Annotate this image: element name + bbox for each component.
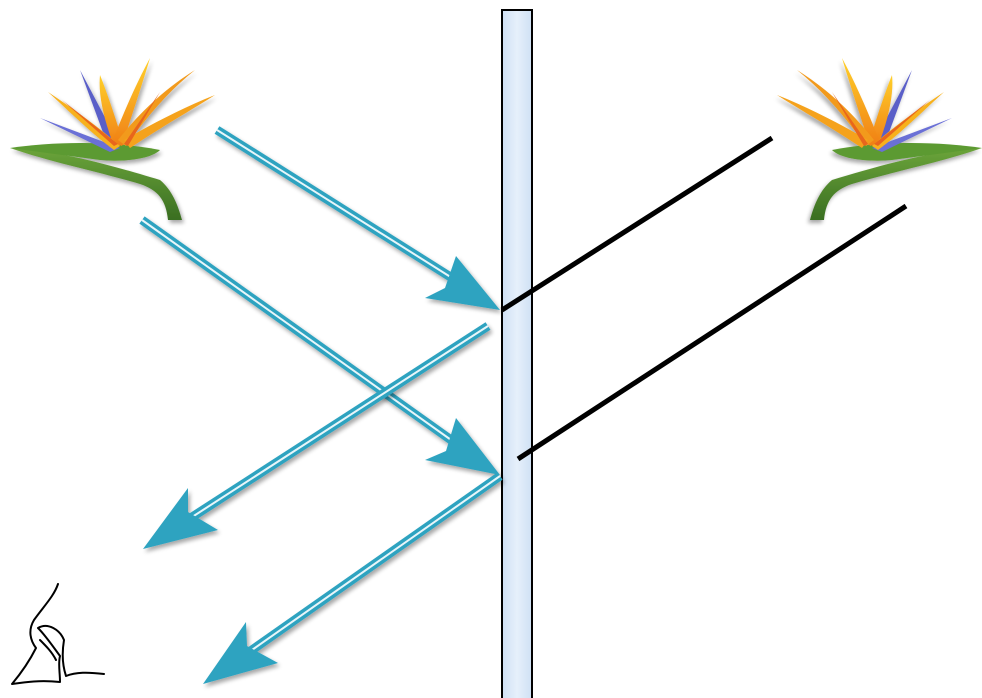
reflected-ray-lower (203, 476, 500, 684)
signature-scribble (12, 584, 104, 684)
virtual-ray-extension-upper (502, 138, 772, 310)
real-flower-icon (10, 58, 215, 220)
virtual-ray-extension-lower (518, 206, 906, 459)
incident-ray-upper (217, 130, 500, 310)
virtual-flower-icon (777, 58, 982, 220)
mirror-icon (502, 10, 532, 698)
